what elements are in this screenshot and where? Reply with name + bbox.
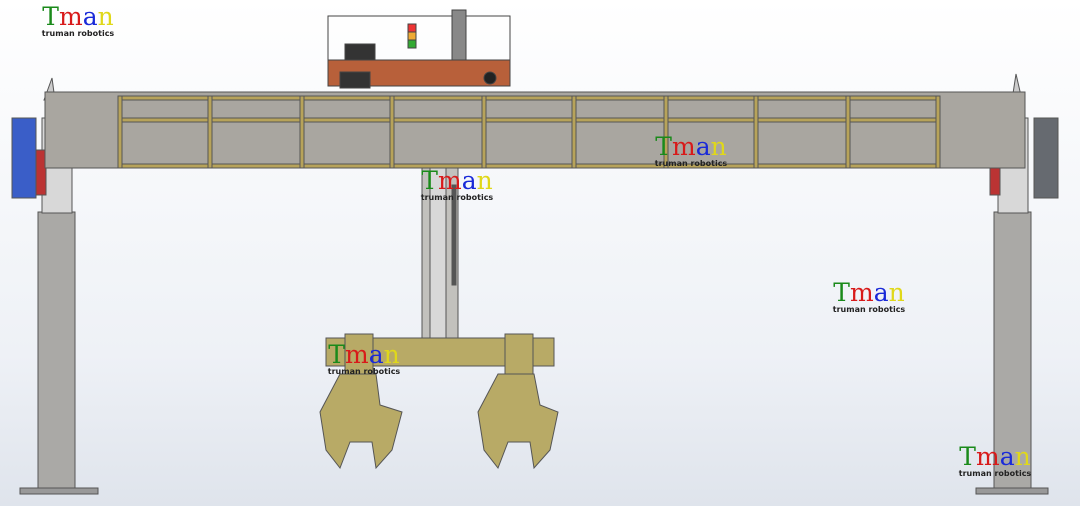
watermark-logo: Tman truman robotics: [654, 132, 728, 168]
watermark-logo: Tman truman robotics: [832, 278, 906, 314]
gripper-assembly: [319, 333, 559, 470]
main-beam: [44, 91, 1026, 169]
watermark-logo: Tman truman robotics: [327, 340, 401, 376]
carriage: [327, 9, 511, 89]
watermark-logo: Tman truman robotics: [420, 166, 494, 202]
watermark-logo: Tman truman robotics: [958, 442, 1032, 478]
watermark-logo: Tman truman robotics: [41, 2, 115, 38]
vertical-column: [421, 167, 459, 339]
